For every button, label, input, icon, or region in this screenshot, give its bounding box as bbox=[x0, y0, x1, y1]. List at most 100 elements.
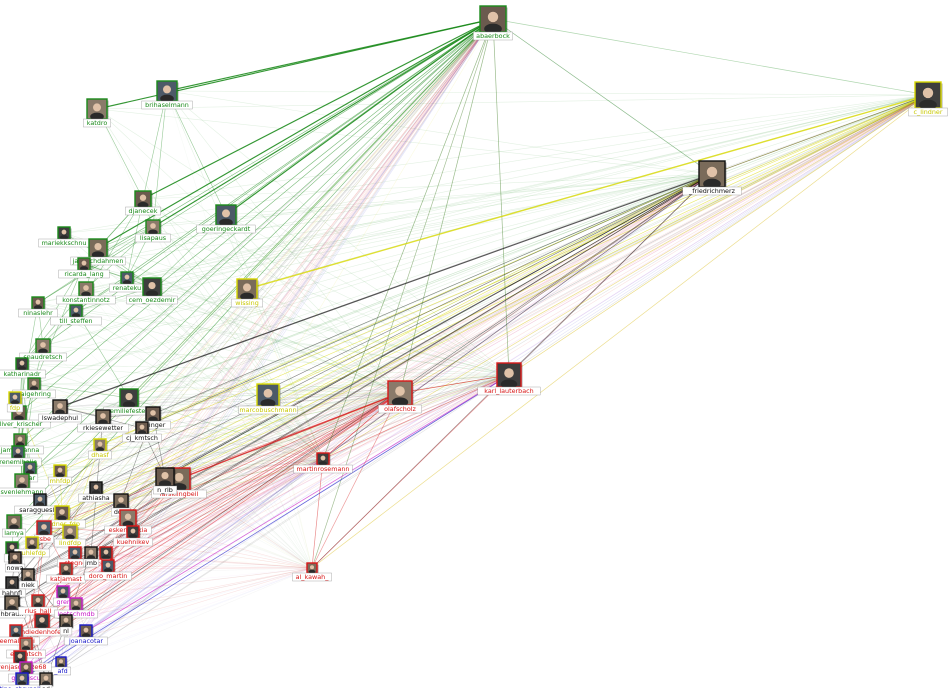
graph-node[interactable]: karl_lauterbach bbox=[477, 362, 541, 396]
edge bbox=[21, 18, 494, 680]
graph-node[interactable]: renateku bbox=[109, 271, 145, 293]
graph-node[interactable]: _friedrichmerz bbox=[682, 160, 742, 196]
graph-node[interactable]: lindner_fdp bbox=[38, 505, 86, 529]
avatar-body-icon bbox=[61, 571, 71, 576]
avatar-person-icon bbox=[161, 471, 169, 480]
edge bbox=[25, 458, 324, 669]
graph-node[interactable]: renemihalic bbox=[0, 445, 42, 467]
edge bbox=[107, 173, 713, 567]
graph-node[interactable]: djanecek bbox=[125, 190, 161, 216]
node-label: lamya bbox=[4, 529, 24, 537]
graph-node[interactable]: katdro bbox=[83, 98, 111, 128]
node-label: mariekkschnu bbox=[42, 239, 87, 247]
avatar-person-icon bbox=[25, 571, 31, 577]
graph-node[interactable]: katjamast bbox=[46, 562, 86, 584]
graph-node[interactable]: brihaselmann bbox=[141, 80, 193, 110]
edge bbox=[61, 173, 713, 514]
node-label: fdp bbox=[10, 404, 20, 412]
edge bbox=[246, 288, 313, 569]
graph-node[interactable]: dhasf bbox=[88, 438, 112, 460]
edge bbox=[128, 18, 494, 399]
graph-node[interactable]: emiliefester bbox=[103, 388, 155, 416]
graph-node[interactable]: ricarda_lang bbox=[58, 257, 110, 279]
graph-node[interactable]: _stegner bbox=[57, 546, 93, 568]
graph-node[interactable]: till_steffen bbox=[50, 304, 102, 326]
graph-node[interactable]: joanacotar bbox=[64, 624, 108, 646]
edge bbox=[166, 90, 929, 96]
graph-node[interactable]: har bbox=[21, 461, 39, 483]
graph-node[interactable]: cj_kmtsch bbox=[122, 421, 162, 443]
edge bbox=[74, 94, 929, 554]
graph-node[interactable]: ad bbox=[39, 672, 54, 688]
edge bbox=[75, 18, 494, 605]
graph-node[interactable]: n_rlb bbox=[153, 467, 177, 495]
graph-node[interactable]: lisapaus bbox=[135, 219, 171, 243]
graph-node[interactable]: niek bbox=[18, 568, 39, 590]
graph-node[interactable]: kuehnikev bbox=[113, 525, 153, 547]
edge bbox=[127, 517, 313, 569]
edge bbox=[166, 90, 713, 175]
graph-node[interactable]: konstantinnotz bbox=[56, 281, 116, 305]
graph-node[interactable]: lamya bbox=[2, 514, 26, 538]
graph-node[interactable]: mhfdp bbox=[48, 464, 72, 486]
node-label: c_lindner bbox=[914, 108, 943, 116]
graph-node[interactable]: snaudretsch bbox=[19, 338, 67, 362]
edge bbox=[61, 18, 494, 514]
graph-node[interactable]: tino_chrupalla bbox=[0, 672, 52, 688]
edge bbox=[27, 18, 494, 576]
graph-node[interactable]: nl bbox=[59, 614, 74, 636]
avatar-body-icon bbox=[39, 530, 49, 537]
graph-node[interactable]: rius_hall bbox=[18, 594, 58, 616]
edge bbox=[246, 94, 929, 290]
graph-node[interactable]: goeringeckardt bbox=[196, 204, 256, 234]
graph-node[interactable]: rsbe bbox=[34, 520, 55, 544]
graph-node[interactable]: hbraun bbox=[0, 595, 26, 619]
node-label: olafscholz bbox=[384, 405, 416, 413]
graph-node[interactable]: svenlehmann bbox=[0, 473, 46, 497]
graph-node[interactable]: cem_oezdemir bbox=[126, 277, 178, 305]
graph-node[interactable]: olafscholz bbox=[378, 380, 422, 414]
edge bbox=[60, 18, 494, 663]
graph-node[interactable]: martinrosemann bbox=[293, 452, 353, 474]
graph-node[interactable]: lindfdp bbox=[54, 524, 86, 548]
graph-node[interactable]: _afd bbox=[51, 656, 72, 676]
graph-node[interactable]: saragguesler bbox=[14, 493, 66, 515]
edge bbox=[21, 363, 401, 394]
avatar-body-icon bbox=[7, 605, 17, 612]
edge bbox=[164, 18, 494, 478]
edge bbox=[65, 567, 313, 622]
graph-node[interactable]: ninaslehr bbox=[18, 296, 58, 318]
graph-node[interactable]: ralinger bbox=[135, 406, 171, 430]
node-label: cem_oezdemir bbox=[129, 296, 176, 304]
node-label: ricarda_lang bbox=[64, 270, 103, 278]
avatar-body-icon bbox=[10, 560, 20, 565]
graph-node[interactable]: marcobuschmann bbox=[238, 383, 298, 415]
graph-node[interactable]: kuhlefdp bbox=[14, 536, 50, 558]
graph-node[interactable]: nowa bbox=[4, 551, 26, 573]
graph-node[interactable]: grer bbox=[53, 585, 74, 607]
graph-node[interactable]: al_kawah_ bbox=[292, 562, 332, 582]
edge bbox=[25, 392, 401, 669]
graph-node[interactable]: jmb bbox=[82, 546, 100, 568]
edge bbox=[31, 392, 401, 544]
edge bbox=[225, 18, 494, 216]
edge bbox=[65, 565, 109, 570]
graph-node[interactable]: fdp bbox=[6, 391, 24, 413]
graph-node[interactable]: loetschmdb bbox=[54, 597, 98, 619]
avatar-person-icon bbox=[310, 565, 314, 570]
graph-node[interactable]: kaigehring bbox=[12, 377, 56, 399]
graph-node[interactable]: rkiesewetter bbox=[77, 409, 129, 433]
edge bbox=[126, 173, 713, 279]
graph-node[interactable]: c_lindner bbox=[908, 81, 948, 117]
graph-node[interactable]: lswadephul bbox=[38, 399, 82, 423]
edge bbox=[132, 173, 713, 533]
graph-node[interactable]: katharinadr bbox=[0, 357, 46, 379]
graph-node[interactable]: doro_martin bbox=[84, 559, 132, 581]
graph-node[interactable]: mariekkschnu bbox=[38, 226, 90, 248]
graph-node[interactable]: wissing bbox=[231, 278, 263, 308]
graph-node[interactable]: abaerbock bbox=[473, 5, 513, 41]
graph-node[interactable]: hahnfl bbox=[0, 576, 26, 598]
graph-node[interactable]: athiasha bbox=[78, 481, 114, 503]
avatar-person-icon bbox=[163, 85, 171, 94]
graph-node[interactable]: janoschdahmen bbox=[70, 238, 126, 266]
